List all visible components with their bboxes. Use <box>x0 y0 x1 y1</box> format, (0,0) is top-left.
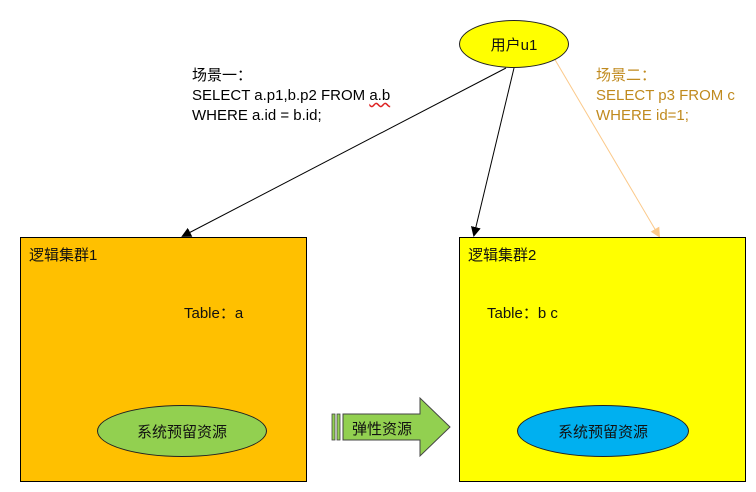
connector-user-to-cluster2-scenario2 <box>553 57 661 238</box>
user-node-label: 用户u1 <box>490 36 538 54</box>
cluster2-title: 逻辑集群2 <box>468 247 537 264</box>
cluster2-table-label: Table：b c <box>487 305 558 322</box>
cluster2-reserved-label: 系统预留资源 <box>557 423 648 441</box>
arrow-stripe-2 <box>336 413 341 441</box>
elastic-resource-arrow[interactable] <box>328 396 454 458</box>
cluster1-reserved-resources[interactable]: 系统预留资源 <box>97 405 267 457</box>
logical-cluster-1[interactable]: 逻辑集群1 Table：a 系统预留资源 <box>20 237 307 482</box>
connector-user-to-cluster1 <box>181 67 507 237</box>
scenario1-note: 场景一： SELECT a.p1,b.p2 FROM a.b WHERE a.i… <box>192 66 390 126</box>
cluster2-reserved-resources[interactable]: 系统预留资源 <box>517 405 689 457</box>
scenario1-sql-line1: SELECT a.p1,b.p2 FROM a.b <box>192 87 391 104</box>
arrow-stripe-1 <box>331 413 336 441</box>
cluster1-table-label: Table：a <box>184 305 244 322</box>
elastic-resource-label: 弹性资源 <box>352 421 413 438</box>
spellcheck-flagged-text: a.b <box>369 87 391 104</box>
connector-user-to-cluster2 <box>471 67 515 237</box>
scenario1-title: 场景一： <box>192 67 253 84</box>
scenario1-sql-line2: WHERE a.id = b.id; <box>192 107 322 124</box>
cluster1-title: 逻辑集群1 <box>29 247 98 264</box>
cluster1-reserved-label: 系统预留资源 <box>136 423 227 441</box>
scenario2-title: 场景二： <box>596 67 657 84</box>
scenario2-sql-line1: SELECT p3 FROM c <box>596 87 735 104</box>
logical-cluster-2[interactable]: 逻辑集群2 Table：b c 系统预留资源 <box>459 237 746 482</box>
scenario2-sql-line2: WHERE id=1; <box>596 107 689 124</box>
arrow-body <box>342 396 451 458</box>
scenario2-note: 场景二： SELECT p3 FROM c WHERE id=1; <box>596 66 735 126</box>
user-node[interactable]: 用户u1 <box>459 20 569 68</box>
